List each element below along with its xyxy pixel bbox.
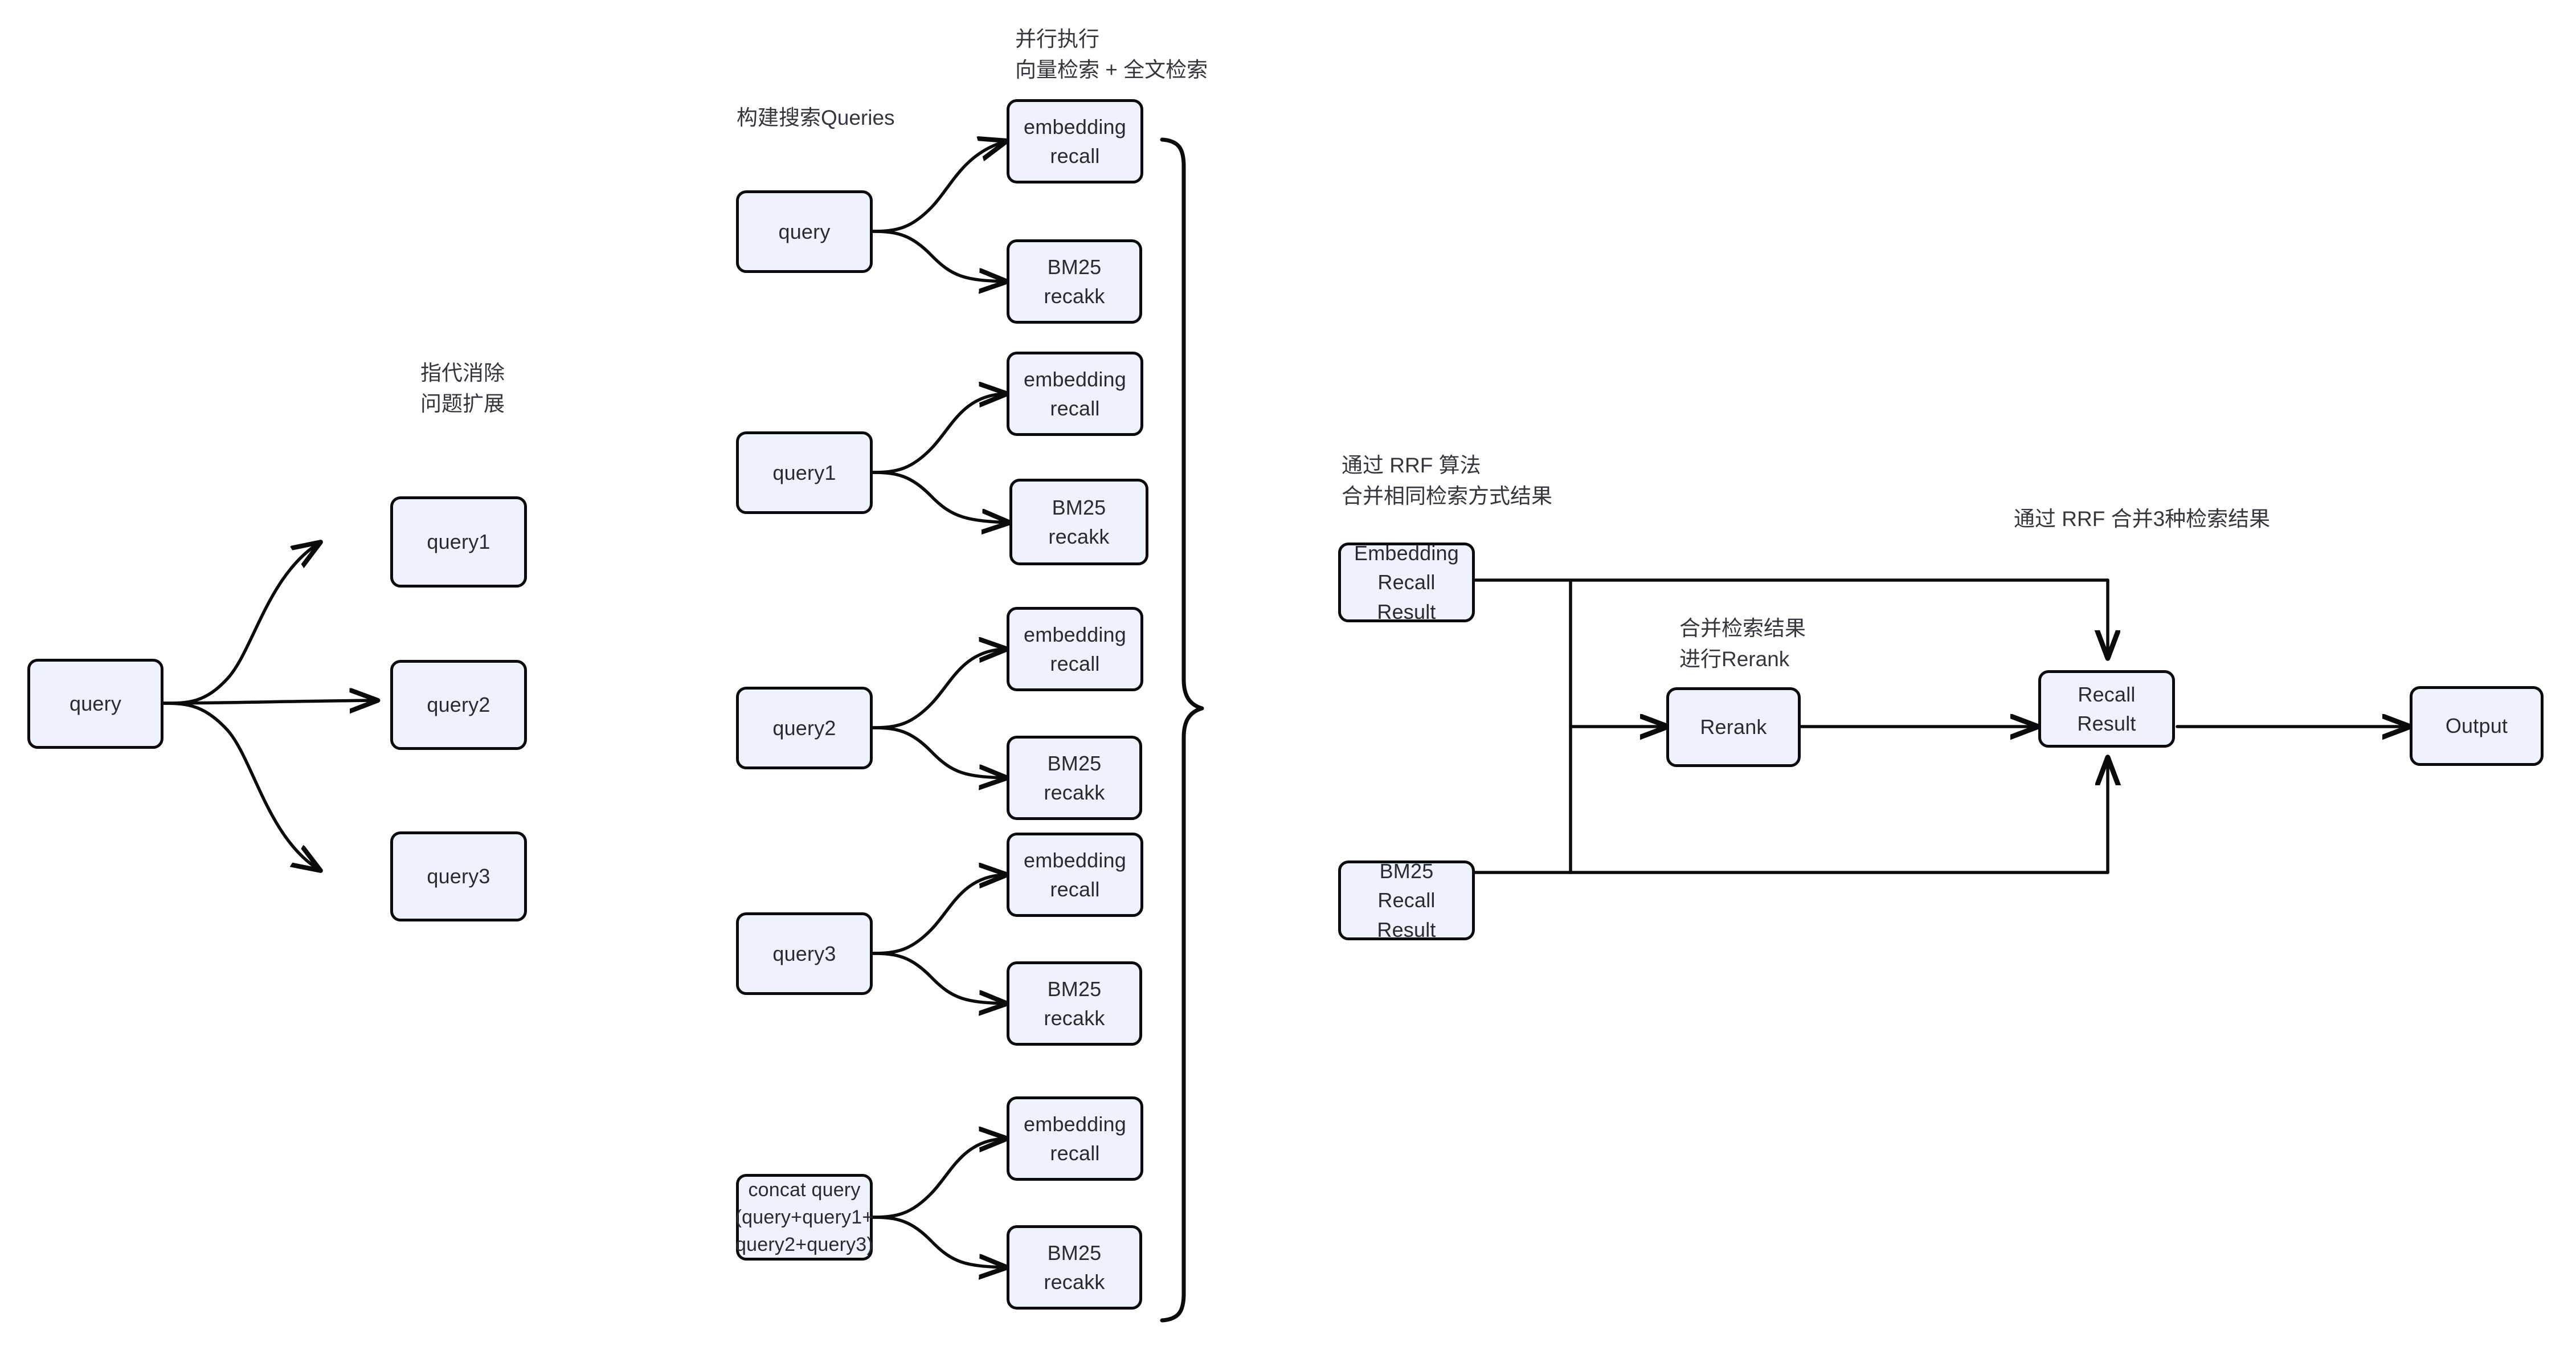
node-rerank[interactable]: Rerank <box>1666 687 1801 767</box>
node-source-query[interactable]: query <box>27 659 163 749</box>
node-output[interactable]: Output <box>2410 686 2544 766</box>
note-stage2: 构建搜索Queries <box>737 106 895 129</box>
note-stage1: 指代消除 问题扩展 <box>420 361 505 415</box>
note-stage6: 通过 RRF 合并3种检索结果 <box>2014 507 2271 531</box>
note-stage5: 合并检索结果 进行Rerank <box>1679 617 1806 671</box>
node-retriever-embedding-3[interactable]: embedding recall <box>1007 833 1143 917</box>
node-search-query-2[interactable]: query2 <box>736 687 873 769</box>
note-stage4: 通过 RRF 算法 合并相同检索方式结果 <box>1342 454 1552 508</box>
node-expanded-query1[interactable]: query1 <box>390 496 527 588</box>
node-retriever-bm25-2[interactable]: BM25 recakk <box>1007 736 1142 820</box>
node-recall-result[interactable]: Recall Result <box>2038 670 2175 748</box>
node-search-query-concat[interactable]: concat query (query+query1+ query2+query… <box>735 1174 873 1261</box>
node-retriever-bm25-3[interactable]: BM25 recakk <box>1007 961 1142 1046</box>
node-retriever-embedding-2[interactable]: embedding recall <box>1007 607 1143 691</box>
node-expanded-query2[interactable]: query2 <box>390 660 527 750</box>
node-search-query-1[interactable]: query1 <box>736 431 873 514</box>
node-search-query-0[interactable]: query <box>736 190 873 273</box>
node-retriever-bm25-1[interactable]: BM25 recakk <box>1009 479 1148 565</box>
node-embedding-recall-result[interactable]: Embedding Recall Result <box>1338 541 1475 623</box>
node-retriever-embedding-4[interactable]: embedding recall <box>1007 1096 1143 1181</box>
node-expanded-query3[interactable]: query3 <box>390 831 527 921</box>
node-search-query-3[interactable]: query3 <box>736 912 873 995</box>
node-retriever-bm25-4[interactable]: BM25 recakk <box>1007 1225 1142 1310</box>
node-retriever-bm25-0[interactable]: BM25 recakk <box>1007 239 1142 324</box>
note-stage3: 并行执行 向量检索 + 全文检索 <box>1015 27 1208 81</box>
node-retriever-embedding-1[interactable]: embedding recall <box>1007 352 1143 436</box>
node-bm25-recall-result[interactable]: BM25 Recall Result <box>1338 859 1475 941</box>
node-retriever-embedding-0[interactable]: embedding recall <box>1007 99 1143 183</box>
